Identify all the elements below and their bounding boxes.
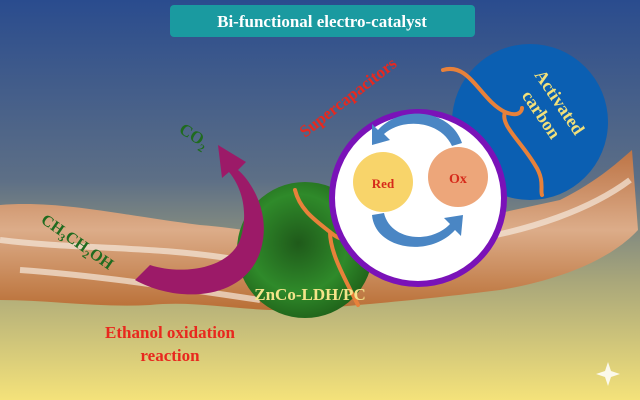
- eor-label-line1: Ethanol oxidation: [105, 323, 235, 342]
- catalyst-label: ZnCo-LDH/PC: [254, 285, 365, 304]
- ox-circle: [428, 147, 488, 207]
- cycle-arrow-bottom: [372, 213, 463, 247]
- red-circle: [353, 152, 413, 212]
- co2-subscript: 2: [195, 142, 206, 155]
- title: Bi-functional electro-catalyst: [217, 12, 427, 31]
- ethanol-sub: 3: [56, 232, 68, 245]
- oxidation-arrow: [135, 145, 264, 295]
- ox-label: Ox: [449, 172, 467, 187]
- carbon-brace: [441, 66, 544, 197]
- sparkle-icon: [596, 362, 620, 386]
- red-label: Red: [372, 176, 395, 191]
- title-box: [170, 5, 475, 37]
- eor-label-line2: reaction: [140, 346, 200, 365]
- cycle-arrow-top: [372, 113, 462, 146]
- ethanol-sub: 2: [80, 249, 92, 262]
